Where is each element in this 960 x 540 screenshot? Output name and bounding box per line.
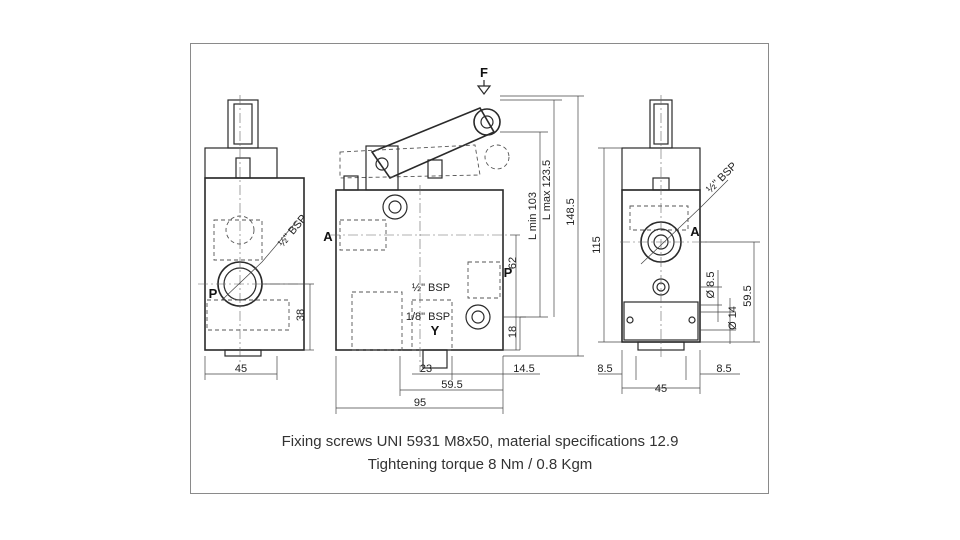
dim-45-left: 45 — [235, 363, 247, 375]
caption-line-1: Fixing screws UNI 5931 M8x50, material s… — [281, 433, 679, 450]
port-a-left-label: A — [323, 229, 333, 244]
dim-62: 62 — [507, 257, 519, 269]
bsp-eighth-label: 1/8" BSP — [406, 311, 450, 323]
left-view — [198, 95, 314, 380]
bsp-half-mid-label: ½" BSP — [412, 282, 450, 294]
dim-8-5-left: 8.5 — [597, 363, 612, 375]
bsp-half-right-label: ½" BSP — [704, 160, 739, 195]
dim-148-5: 148.5 — [565, 198, 577, 226]
screw-hole-bottom — [465, 304, 491, 330]
port-p-left-label: P — [209, 286, 218, 301]
dim-59-5-right: 59.5 — [742, 285, 754, 306]
lever-arm — [370, 106, 496, 179]
dim-23: 23 — [420, 363, 432, 375]
port-p-mid-label: P — [504, 265, 513, 280]
force-arrow — [476, 85, 492, 95]
dim-l-max: L max 123.5 — [541, 160, 553, 220]
dim-diameter-8-5: Ø 8.5 — [705, 272, 717, 299]
dim-diameter-14: Ø 14 — [727, 306, 739, 330]
cap-block-left — [204, 147, 278, 179]
lever-pivot — [365, 145, 399, 191]
dim-59-5: 59.5 — [441, 379, 462, 391]
dim-115: 115 — [591, 236, 603, 254]
screw-hole-top — [382, 194, 408, 220]
roller-left — [233, 103, 253, 145]
plunger-left — [235, 157, 251, 179]
roller-mid — [473, 108, 501, 136]
port-a-right-label: A — [690, 224, 700, 239]
right-view — [598, 95, 760, 394]
port-y-label: Y — [431, 323, 440, 338]
caption-line-2: Tightening torque 8 Nm / 0.8 Kgm — [367, 456, 593, 473]
plunger-mid — [427, 159, 443, 179]
valve-body-mid — [335, 189, 504, 351]
force-label: F — [480, 65, 488, 80]
dim-18: 18 — [507, 326, 519, 338]
dim-l-min: L min 103 — [527, 192, 539, 240]
dim-14-5: 14.5 — [513, 363, 534, 375]
dim-45-right: 45 — [655, 383, 667, 395]
roller-bracket-left — [227, 99, 259, 149]
middle-view — [330, 80, 584, 414]
dim-95: 95 — [414, 397, 426, 409]
dim-38: 38 — [295, 309, 307, 321]
port-y-fitting — [422, 349, 448, 369]
dim-8-5-right: 8.5 — [716, 363, 731, 375]
